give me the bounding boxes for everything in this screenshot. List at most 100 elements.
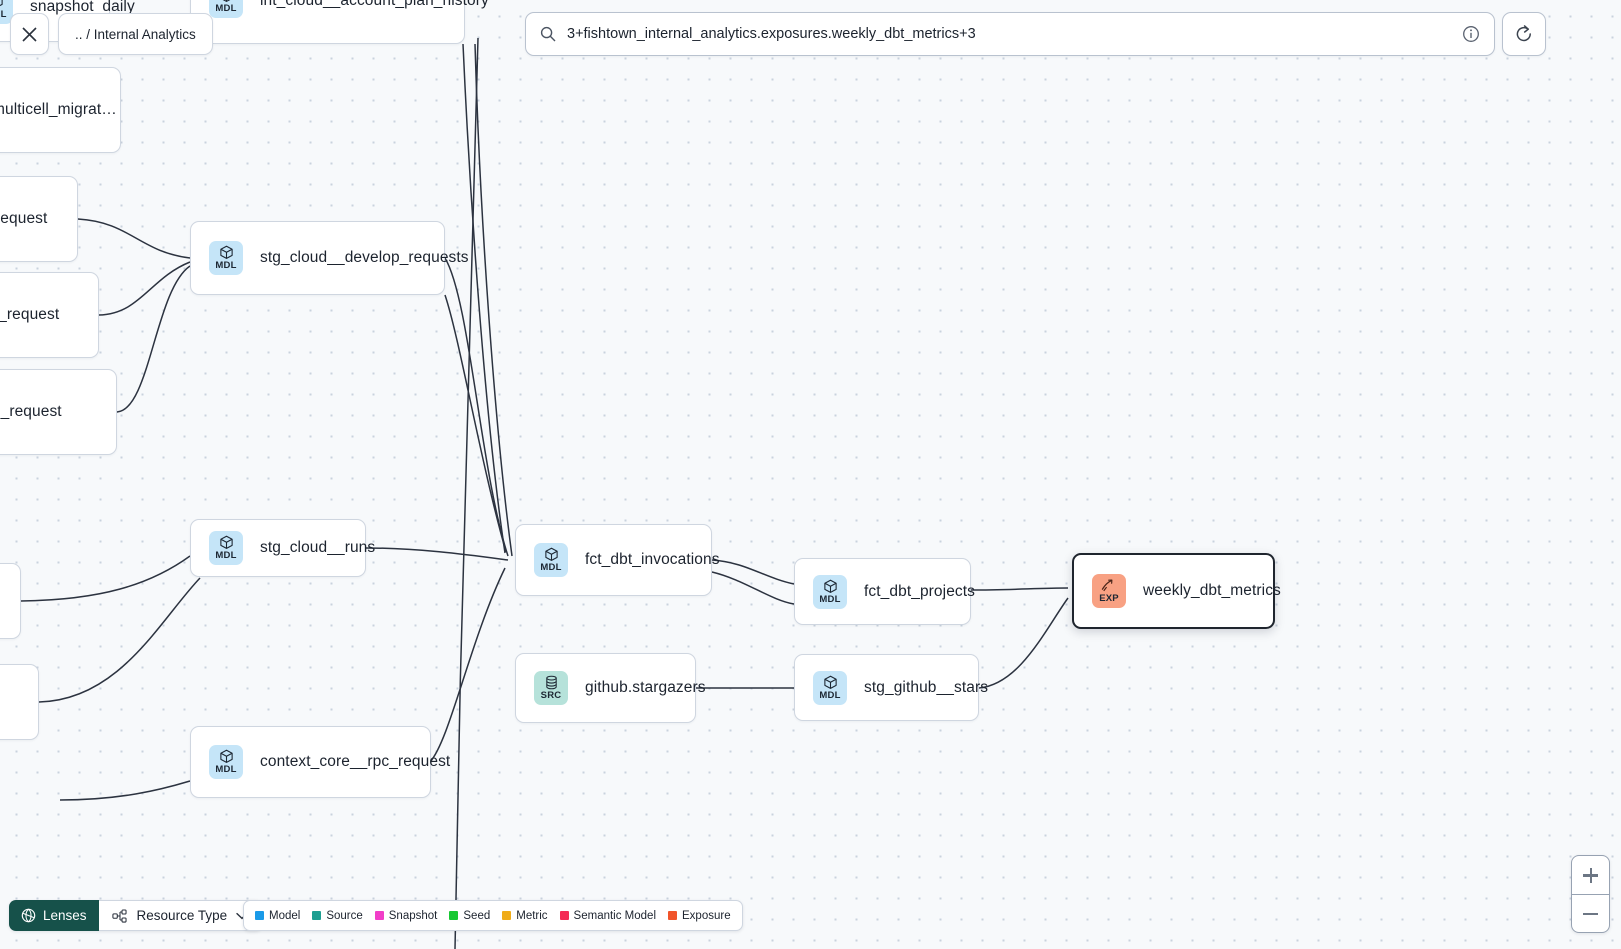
node-type-label: MDL: [819, 593, 841, 605]
database-icon: [545, 675, 557, 690]
node-label: …velop_request: [0, 306, 60, 323]
legend-item[interactable]: Seed: [449, 910, 490, 922]
legend-label: Seed: [463, 909, 491, 922]
node-label: fct_dbt_invocations: [585, 551, 720, 568]
node-label: stg_cloud__develop_requests: [260, 249, 469, 266]
graph-node[interactable]: SRC github.stargazers: [515, 653, 706, 723]
cube-icon: [823, 675, 837, 689]
graph-node[interactable]: MDL…velop_request: [0, 272, 99, 358]
graph-node[interactable]: MDLmulticell_migrat…: [0, 67, 121, 153]
node-type-label: MDL: [819, 689, 841, 701]
node-type-label: EXP: [1099, 593, 1119, 604]
cube-icon: [222, 0, 230, 2]
cube-icon: [219, 245, 233, 259]
close-icon: [22, 26, 37, 42]
node-label: github.stargazers: [585, 679, 706, 696]
node-label: fct_dbt_projects: [864, 582, 976, 600]
legend-label: Source: [326, 909, 363, 922]
lenses-button[interactable]: Lenses: [9, 900, 99, 931]
node-type-badge: SRC: [534, 671, 568, 705]
node-type-label: MDL: [215, 550, 237, 561]
cube-icon: [219, 535, 233, 549]
graph-node[interactable]: MDL fct_dbt_invocations: [515, 524, 720, 596]
node-label: …develop_request: [0, 403, 62, 420]
legend-item[interactable]: Metric: [502, 909, 548, 922]
node-type-badge: MDL: [209, 531, 243, 565]
legend-item[interactable]: Model: [255, 910, 300, 922]
legend-swatch: [449, 911, 459, 920]
node-type-badge: MDL: [813, 574, 847, 609]
refresh-button[interactable]: [1502, 12, 1546, 56]
node-type-label: MDL: [215, 764, 237, 775]
refresh-icon: [1516, 25, 1531, 42]
plus-icon: [1583, 867, 1598, 883]
resource-type-dropdown[interactable]: Resource Type: [98, 900, 263, 931]
node-type-badge: MDL: [209, 241, 243, 275]
cube-icon: [0, 0, 3, 6]
node-type-badge: EXP: [1092, 574, 1126, 608]
node-type-badge: MDL: [534, 543, 568, 577]
node-type-badge: MDL: [813, 670, 847, 705]
resource-type-label: Resource Type: [136, 908, 228, 923]
legend-swatch: [668, 911, 678, 920]
node-label: stg_cloud__runs: [260, 539, 376, 556]
node-label: snapshot_daily: [30, 0, 135, 15]
node-label: weekly_dbt_metrics: [1143, 582, 1281, 599]
legend-swatch: [374, 911, 384, 920]
node-label: …p_request: [0, 210, 48, 227]
node-type-label: MDL: [215, 3, 237, 14]
breadcrumb[interactable]: .. / Internal Analytics: [58, 13, 213, 55]
cube-icon: [544, 547, 558, 561]
search-input[interactable]: 3+fishtown_internal_analytics.exposures.…: [567, 26, 976, 42]
graph-node[interactable]: MDL…develop_request: [0, 369, 117, 455]
search-icon: [540, 26, 556, 42]
close-button[interactable]: [10, 13, 49, 55]
node-type-label: SRC: [540, 690, 562, 701]
chart-line-icon: [1101, 579, 1113, 592]
node-type-label: MDL: [0, 9, 7, 20]
legend-label: Snapshot: [388, 909, 438, 922]
lenses-label: Lenses: [43, 908, 87, 923]
graph-node[interactable]: EXP weekly_dbt_metrics: [1072, 553, 1281, 629]
graph-node[interactable]: MDL…p_request: [0, 176, 78, 262]
graph-node[interactable]: MDL stg_cloud__runs: [190, 519, 375, 577]
node-type-badge: MDL: [0, 0, 13, 24]
graph-node[interactable]: MDL….run: [0, 664, 39, 740]
zoom-controls: [1571, 855, 1610, 933]
node-type-badge: MDL: [209, 0, 243, 18]
graph-node[interactable]: MDL stg_cloud__develop_requests: [190, 221, 469, 295]
graph-node[interactable]: MDL int_cloud__account_plan_history: [190, 0, 489, 44]
node-label: multicell_migrat…: [0, 101, 117, 118]
resource-type-legend: Model Source Snapshot Seed Metric Semantic Mo…: [243, 900, 743, 931]
graph-node[interactable]: MDL…n: [0, 563, 21, 639]
legend-swatch: [312, 911, 322, 920]
legend-label: Model: [269, 909, 301, 922]
zoom-out-button[interactable]: [1572, 894, 1609, 932]
legend-item[interactable]: Snapshot: [374, 909, 438, 922]
legend-label: Semantic Model: [573, 909, 657, 922]
legend-label: Exposure: [682, 909, 731, 922]
legend-item[interactable]: Semantic Model: [559, 909, 657, 922]
legend-item[interactable]: Source: [312, 909, 363, 922]
node-label: int_cloud__account_plan_history: [260, 0, 489, 9]
node-type-badge: MDL: [209, 745, 243, 779]
zoom-in-button[interactable]: [1572, 856, 1609, 894]
legend-swatch: [559, 911, 569, 920]
lenses-toolbar-group: Lenses Resource Type: [9, 900, 263, 931]
legend-swatch: [502, 911, 512, 920]
node-type-label: MDL: [540, 562, 562, 573]
minus-icon: [1583, 906, 1598, 921]
lineage-search-bar[interactable]: 3+fishtown_internal_analytics.exposures.…: [525, 12, 1495, 56]
resource-type-icon: [111, 908, 127, 923]
info-icon[interactable]: [1462, 25, 1480, 43]
legend-item[interactable]: Exposure: [668, 910, 731, 922]
lens-icon: [21, 908, 36, 923]
breadcrumb-label: .. / Internal Analytics: [75, 26, 196, 42]
cube-icon: [219, 749, 233, 763]
graph-node[interactable]: MDL fct_dbt_projects: [794, 558, 975, 625]
legend-label: Metric: [516, 909, 548, 922]
